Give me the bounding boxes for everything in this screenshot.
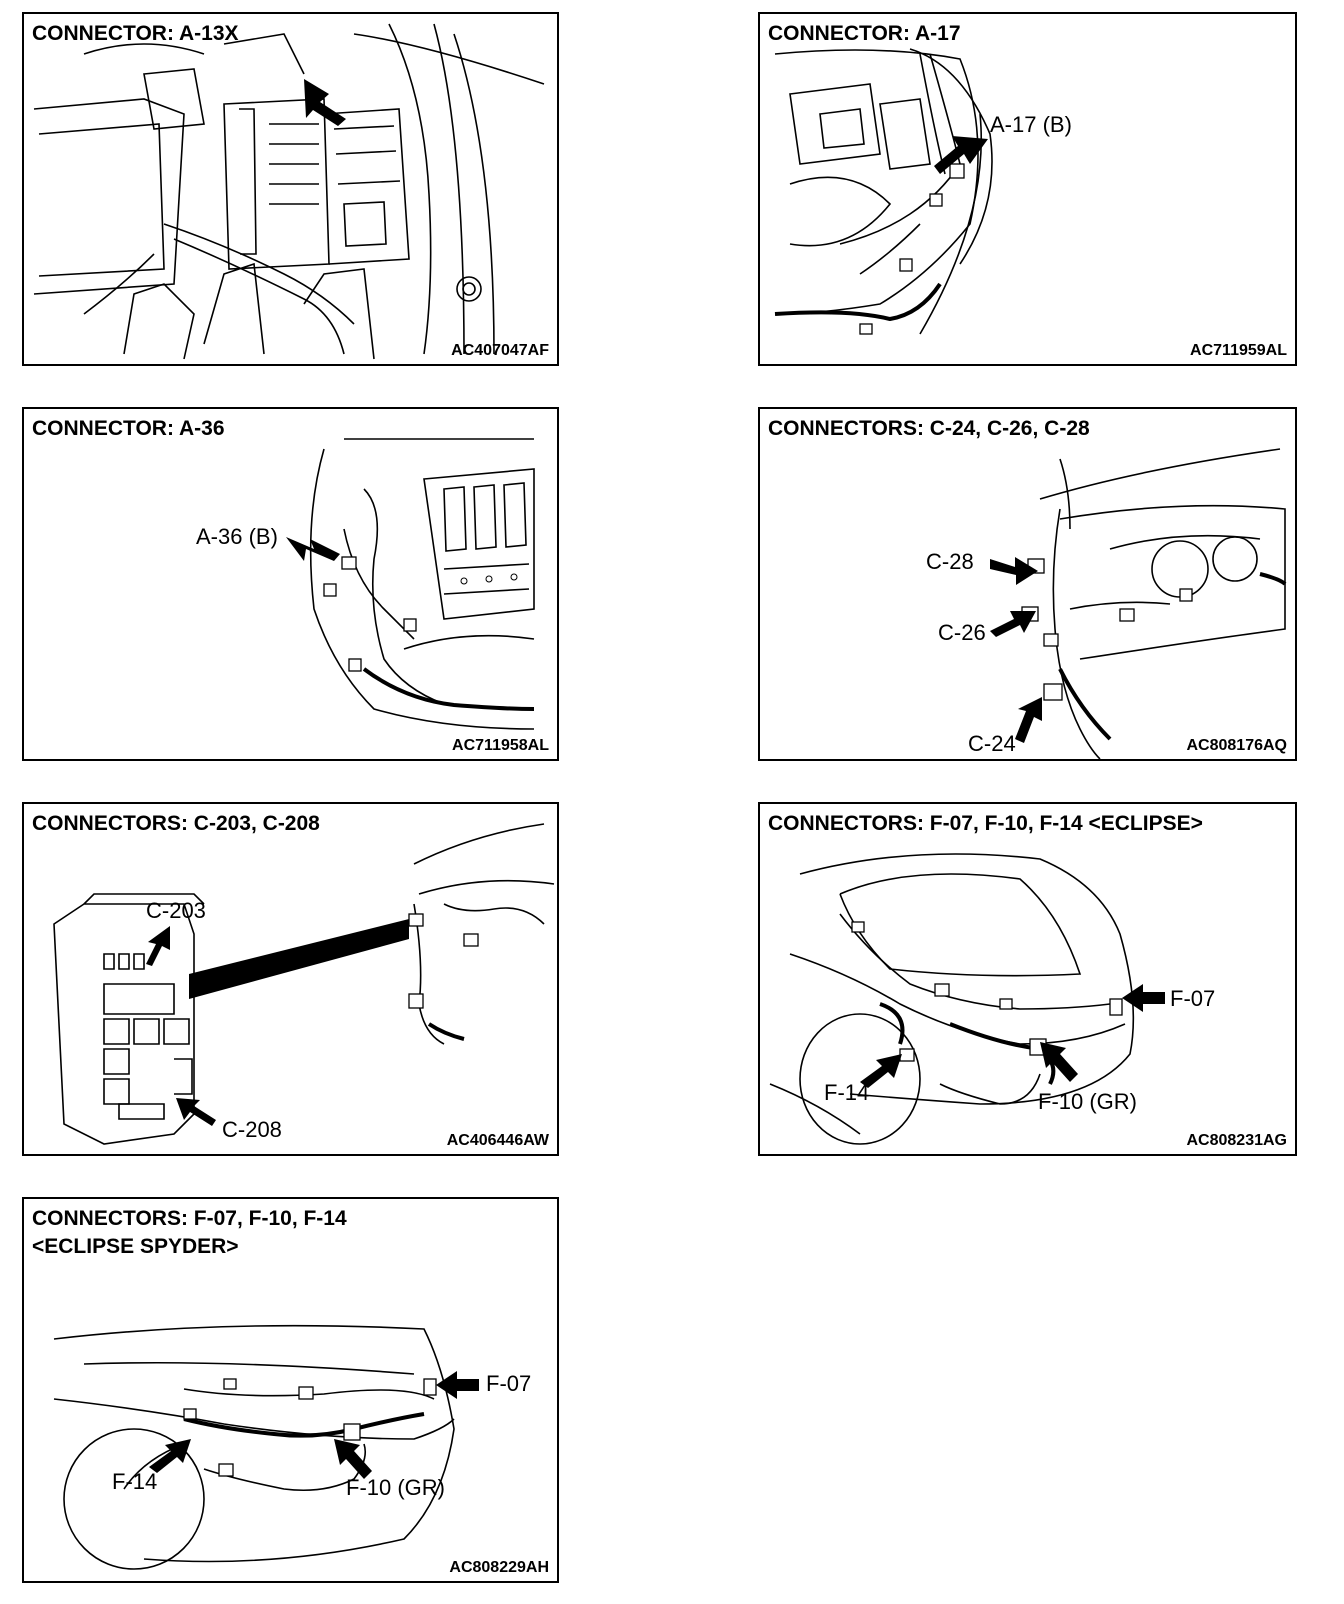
a13x-illustration: [33, 23, 545, 360]
f07-callout: F-07: [486, 1371, 532, 1396]
panel-c24-c26-c28: CONNECTORS: C-24, C-26, C-28 C-28 C-26 C…: [758, 407, 1297, 761]
c208-callout: C-208: [222, 1117, 282, 1142]
f07-pointer-arrow: [1122, 984, 1165, 1012]
f10-callout: F-10 (GR): [1038, 1089, 1137, 1114]
c203-callout: C-203: [146, 898, 206, 923]
f10-pointer-arrow: [334, 1439, 372, 1479]
panel-c203-c208: CONNECTORS: C-203, C-208 C-203 C-208 AC4…: [22, 802, 559, 1156]
c203-pointer-arrow: [146, 926, 170, 966]
panel-title: CONNECTORS: C-24, C-26, C-28: [768, 417, 1090, 440]
panel-title: CONNECTORS: C-203, C-208: [32, 812, 320, 835]
figure-code: AC711959AL: [1190, 342, 1287, 359]
figure-code: AC808229AH: [449, 1559, 549, 1576]
figure-code: AC808176AQ: [1186, 737, 1288, 754]
panel-f07-f10-f14-eclipse-spyder: CONNECTORS: F-07, F-10, F-14 <ECLIPSE SP…: [22, 1197, 559, 1583]
c28-pointer-arrow: [990, 557, 1038, 585]
panel-title: CONNECTOR: A-13X: [32, 22, 239, 45]
a17-illustration: [774, 48, 993, 335]
a17-callout: A-17 (B): [990, 112, 1072, 137]
junction-block-illustration: [53, 823, 555, 1145]
a36-pointer-arrow: [286, 537, 340, 561]
figure-code: AC407047AF: [451, 342, 549, 359]
f10-callout: F-10 (GR): [346, 1475, 445, 1500]
f07-callout: F-07: [1170, 986, 1216, 1011]
callout-beam: [189, 919, 409, 999]
figure-code: AC711958AL: [452, 737, 549, 754]
c-connectors-illustration: [990, 448, 1287, 759]
figure-code: AC808231AG: [1186, 1132, 1288, 1149]
c24-pointer-arrow: [1015, 697, 1042, 743]
eclipse-rear-illustration: [769, 853, 1165, 1145]
panel-a36: CONNECTOR: A-36 A-36 (B) AC711958AL: [22, 407, 559, 761]
c28-callout: C-28: [926, 549, 974, 574]
spyder-rear-illustration: [53, 1324, 479, 1570]
a36-illustration: [286, 438, 535, 730]
panel-a13x: CONNECTOR: A-13X AC407047AF: [22, 12, 559, 366]
c26-callout: C-26: [938, 620, 986, 645]
f14-pointer-arrow: [149, 1439, 191, 1473]
panel-f07-f10-f14-eclipse: CONNECTORS: F-07, F-10, F-14 <ECLIPSE> F…: [758, 802, 1297, 1156]
f14-callout: F-14: [112, 1469, 158, 1494]
panel-a17: CONNECTOR: A-17 A-17 (B) AC711959AL: [758, 12, 1297, 366]
c24-callout: C-24: [968, 731, 1016, 756]
c26-pointer-arrow: [990, 611, 1036, 637]
panel-title: CONNECTORS: F-07, F-10, F-14 <ECLIPSE SP…: [32, 1207, 347, 1258]
c208-pointer-arrow: [176, 1098, 216, 1126]
panel-title: CONNECTORS: F-07, F-10, F-14 <ECLIPSE>: [768, 812, 1203, 835]
f07-pointer-arrow: [436, 1371, 479, 1399]
f14-callout: F-14: [824, 1080, 870, 1105]
panel-title: CONNECTOR: A-17: [768, 22, 961, 45]
f10-pointer-arrow: [1040, 1042, 1078, 1082]
a17-pointer-arrow: [934, 136, 988, 174]
a13x-pointer-arrow: [304, 79, 346, 126]
panel-title: CONNECTOR: A-36: [32, 417, 225, 440]
f14-pointer-arrow: [860, 1054, 902, 1088]
figure-code: AC406446AW: [446, 1132, 549, 1149]
a36-callout: A-36 (B): [196, 524, 278, 549]
